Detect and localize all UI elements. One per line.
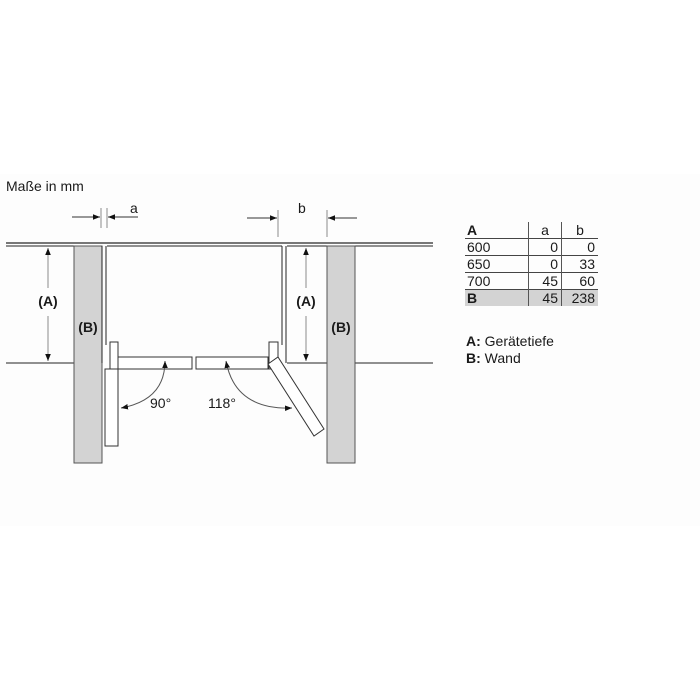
depth-right-label: (A) [296,293,315,309]
cell-A: B [465,289,529,306]
dimension-a-label: a [130,200,138,216]
header-A: A [467,222,478,238]
legend: A: Gerätetiefe B: Wand [466,333,554,367]
depth-left-label: (A) [38,293,57,309]
cell-A: 700 [465,272,529,290]
cell-a: 45 [528,272,562,290]
top-line [6,242,433,247]
legend-key: B: [466,350,481,366]
table-row: 650 0 33 [465,255,598,273]
dimension-b-label: b [298,200,306,216]
wall-right-label: (B) [331,319,350,335]
legend-key: A: [466,333,481,349]
dimension-a [72,208,138,228]
right-wall [326,245,356,464]
table-header-row: A a b [465,222,598,239]
legend-label: Wand [480,350,521,366]
angle-right-label: 118° [208,395,236,411]
appliance-body [101,246,287,363]
cell-b: 60 [561,272,598,290]
header-b: b [561,222,598,239]
cell-b: 33 [561,255,598,273]
table-row: 700 45 60 [465,272,598,290]
cell-a: 0 [528,238,562,256]
angle-arc-left [120,360,168,410]
cell-b: 0 [561,238,598,256]
dimension-b [247,210,357,237]
cell-A: 600 [465,238,529,256]
legend-label: Gerätetiefe [480,333,554,349]
cell-b: 238 [561,289,598,306]
header-a: a [528,222,562,239]
angle-arc-right [224,360,293,412]
cell-A: 650 [465,255,529,273]
left-door [104,341,193,447]
cell-a: 0 [528,255,562,273]
table-row-highlight: B 45 238 [465,289,598,306]
table-row: 600 0 0 [465,238,598,256]
cell-a: 45 [528,289,562,306]
legend-item: A: Gerätetiefe [466,333,554,350]
angle-left-label: 90° [150,395,171,411]
dimension-table: A a b 600 0 0 650 0 33 700 45 60 B 45 23… [465,222,598,306]
right-door [195,341,325,437]
legend-item: B: Wand [466,350,554,367]
units-title: Maße in mm [6,178,84,194]
wall-left-label: (B) [78,319,97,335]
left-wall [73,245,103,464]
